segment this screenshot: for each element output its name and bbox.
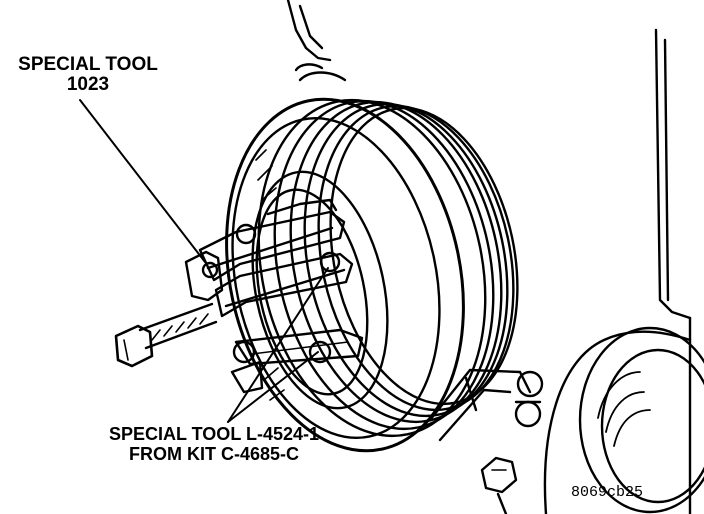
callout-line: SPECIAL TOOL L-4524-1 bbox=[108, 424, 320, 444]
callout-line: SPECIAL TOOL bbox=[18, 54, 158, 75]
callout-line: 1023 bbox=[66, 74, 110, 95]
mounting-bolt bbox=[480, 456, 518, 514]
figure-code: 8069cb25 bbox=[571, 484, 644, 501]
callout-line: FROM KIT C-4685-C bbox=[128, 444, 299, 464]
upper-housing bbox=[286, 0, 347, 82]
leader-line-l4524-b bbox=[227, 351, 319, 423]
leader-line-l4524-a bbox=[227, 267, 329, 423]
engine-block bbox=[654, 28, 692, 514]
callout-special-tool-1023: SPECIAL TOOL 1023 bbox=[8, 55, 168, 95]
callout-special-tool-l4524: SPECIAL TOOL L-4524-1 FROM KIT C-4685-C bbox=[92, 424, 336, 464]
leader-line-1023 bbox=[79, 99, 206, 263]
puller-yoke bbox=[198, 198, 364, 394]
lower-mount bbox=[428, 368, 544, 442]
forcing-screw bbox=[114, 250, 224, 368]
adjacent-housing bbox=[543, 326, 704, 514]
